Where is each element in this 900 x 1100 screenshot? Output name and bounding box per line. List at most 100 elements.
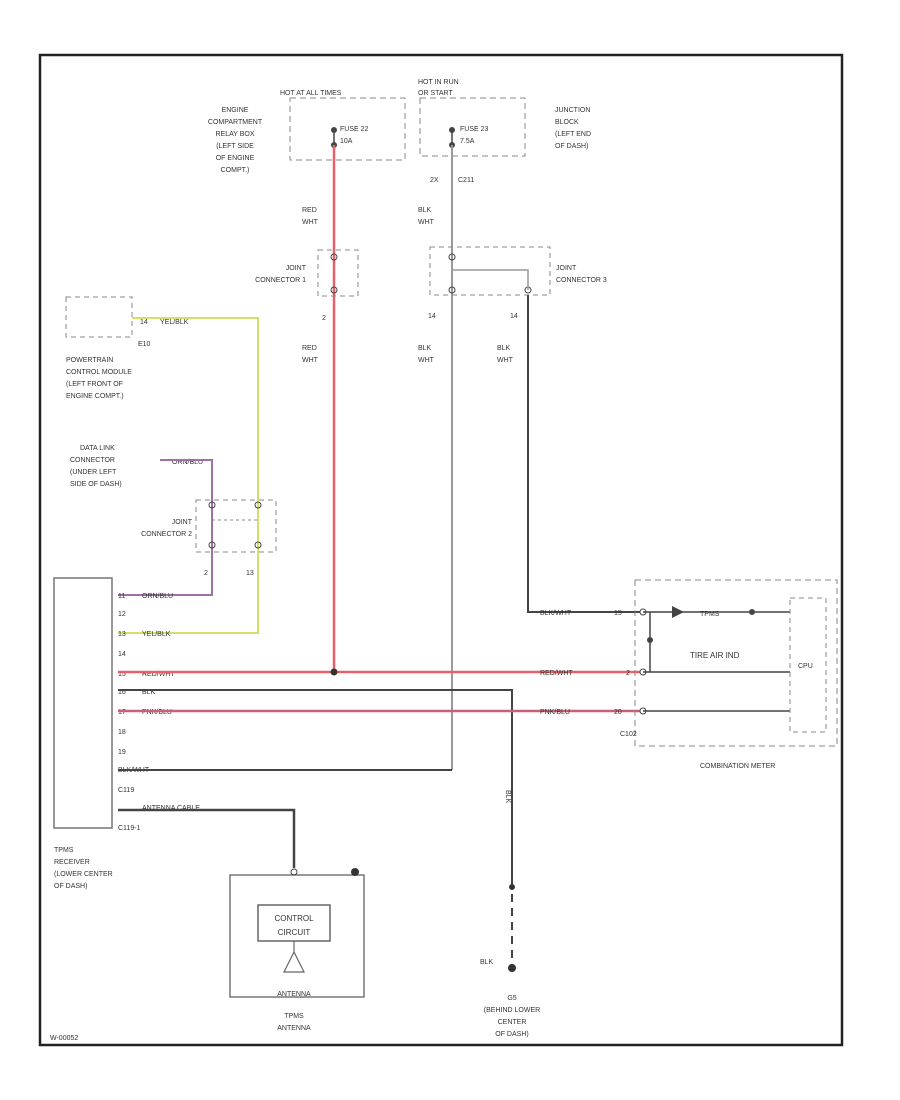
diagram-frame [38, 53, 844, 1047]
svg-text:RELAY BOX: RELAY BOX [215, 131, 254, 138]
svg-text:(LEFT SIDE: (LEFT SIDE [216, 143, 254, 150]
svg-text:OF DASH): OF DASH) [495, 1031, 528, 1038]
tpms-antenna: CONTROL CIRCUIT ANTENNA TPMS ANTENNA [229, 868, 365, 1032]
svg-text:C119-1: C119-1 [118, 825, 141, 832]
svg-text:17: 17 [118, 709, 126, 716]
svg-text:CIRCUIT: CIRCUIT [278, 928, 311, 937]
svg-text:BLK/WHT: BLK/WHT [540, 610, 572, 617]
svg-text:SIDE OF DASH): SIDE OF DASH) [70, 481, 122, 488]
svg-text:OR START: OR START [418, 90, 453, 97]
combination-meter: TPMS TIRE AIR IND CPU C102 COMBINATION M… [620, 579, 838, 770]
svg-text:BLK: BLK [504, 790, 511, 804]
svg-text:WHT: WHT [418, 357, 435, 364]
svg-text:CONTROL MODULE: CONTROL MODULE [66, 369, 132, 376]
data-link-connector: DATA LINK CONNECTOR (UNDER LEFT SIDE OF … [70, 445, 203, 488]
svg-text:E10: E10 [138, 341, 151, 348]
svg-text:TIRE AIR IND: TIRE AIR IND [690, 651, 740, 660]
svg-text:ENGINE COMPT.): ENGINE COMPT.) [66, 393, 124, 400]
blk-ground-wire [118, 689, 513, 880]
svg-text:(BEHIND LOWER: (BEHIND LOWER [484, 1007, 540, 1014]
svg-text:RED: RED [302, 345, 317, 352]
svg-text:CENTER: CENTER [498, 1019, 527, 1026]
svg-text:14: 14 [118, 651, 126, 658]
svg-text:7.5A: 7.5A [460, 138, 475, 145]
svg-text:JOINT: JOINT [286, 265, 307, 272]
svg-text:YEL/BLK: YEL/BLK [160, 319, 189, 326]
svg-text:WHT: WHT [302, 219, 319, 226]
svg-text:BLK: BLK [480, 959, 494, 966]
svg-text:FUSE 23: FUSE 23 [460, 126, 489, 133]
svg-text:JUNCTION: JUNCTION [555, 107, 590, 114]
fuse-box-left: HOT AT ALL TIMES ENGINE COMPARTMENT RELA… [208, 90, 406, 174]
svg-text:BLOCK: BLOCK [555, 119, 579, 126]
svg-text:OF DASH): OF DASH) [54, 883, 87, 890]
svg-text:14: 14 [428, 313, 436, 320]
svg-text:WHT: WHT [302, 357, 319, 364]
blk-wht-meter-wire [527, 295, 640, 613]
svg-text:CONNECTOR 2: CONNECTOR 2 [141, 531, 192, 538]
svg-text:18: 18 [118, 729, 126, 736]
svg-text:RECEIVER: RECEIVER [54, 859, 90, 866]
svg-text:RED/WHT: RED/WHT [540, 670, 573, 677]
joint-connector-2: JOINT CONNECTOR 2 2 13 [141, 499, 277, 577]
svg-text:2X: 2X [430, 177, 439, 184]
svg-text:ORN/BLU: ORN/BLU [172, 459, 203, 466]
svg-text:WHT: WHT [418, 219, 435, 226]
svg-text:14: 14 [510, 313, 518, 320]
svg-text:DATA LINK: DATA LINK [80, 445, 115, 452]
joint-connector-3: JOINT CONNECTOR 3 14 14 [428, 246, 607, 320]
antenna-cable-wire [118, 808, 296, 868]
svg-text:2: 2 [626, 670, 630, 677]
tpms-receiver: 11 12 13 14 15 16 17 18 19 BLK/WHT ORN/B… [53, 577, 200, 890]
svg-text:(LOWER CENTER: (LOWER CENTER [54, 871, 113, 878]
svg-text:15: 15 [614, 610, 622, 617]
svg-text:G5: G5 [507, 995, 516, 1002]
svg-text:RED: RED [302, 207, 317, 214]
svg-text:YEL/BLK: YEL/BLK [142, 631, 171, 638]
svg-text:CONNECTOR: CONNECTOR [70, 457, 115, 464]
joint-connector-1: JOINT CONNECTOR 1 2 [255, 249, 359, 322]
svg-text:11: 11 [118, 593, 125, 600]
svg-text:TPMS: TPMS [54, 847, 74, 854]
svg-text:BLK: BLK [497, 345, 511, 352]
svg-text:CPU: CPU [798, 663, 813, 670]
svg-text:ANTENNA: ANTENNA [277, 1025, 311, 1032]
svg-text:14: 14 [140, 319, 148, 326]
svg-text:C102: C102 [620, 731, 637, 738]
svg-text:19: 19 [118, 749, 126, 756]
svg-text:FUSE 22: FUSE 22 [340, 126, 369, 133]
svg-text:TPMS: TPMS [284, 1013, 304, 1020]
orn-blu-wire [118, 459, 213, 596]
ground-g5: BLK G5 (BEHIND LOWER CENTER OF DASH) [480, 880, 540, 1038]
svg-text:C119: C119 [118, 787, 134, 794]
svg-text:2: 2 [322, 315, 326, 322]
svg-text:COMPARTMENT: COMPARTMENT [208, 119, 263, 126]
svg-text:BLK: BLK [418, 345, 432, 352]
svg-text:12: 12 [118, 611, 126, 618]
svg-text:JOINT: JOINT [172, 519, 193, 526]
fuse-box-right: HOT IN RUN OR START JUNCTION BLOCK (LEFT… [418, 79, 591, 184]
svg-text:13: 13 [118, 631, 126, 638]
svg-text:ENGINE: ENGINE [222, 107, 249, 114]
svg-text:POWERTRAIN: POWERTRAIN [66, 357, 113, 364]
svg-text:BLK: BLK [142, 689, 156, 696]
svg-text:10A: 10A [340, 138, 353, 145]
svg-text:15: 15 [118, 671, 126, 678]
svg-text:20: 20 [614, 709, 622, 716]
svg-text:PNK/BLU: PNK/BLU [540, 709, 570, 716]
yel-blk-wire [118, 317, 259, 634]
svg-text:ANTENNA CABLE: ANTENNA CABLE [142, 805, 200, 812]
svg-text:HOT AT ALL TIMES: HOT AT ALL TIMES [280, 90, 342, 97]
diagram-id: W-00052 [50, 1035, 78, 1042]
svg-text:COMPT.): COMPT.) [221, 167, 250, 174]
svg-text:C211: C211 [458, 177, 474, 184]
svg-text:2: 2 [204, 570, 208, 577]
svg-text:WHT: WHT [497, 357, 514, 364]
powertrain-control-module: 14 YEL/BLK E10 POWERTRAIN CONTROL MODULE… [65, 296, 189, 400]
svg-text:(LEFT FRONT OF: (LEFT FRONT OF [66, 381, 123, 388]
svg-text:13: 13 [246, 570, 254, 577]
svg-text:CONNECTOR 3: CONNECTOR 3 [556, 277, 607, 284]
svg-text:ANTENNA: ANTENNA [277, 991, 311, 998]
svg-text:(LEFT END: (LEFT END [555, 131, 591, 138]
